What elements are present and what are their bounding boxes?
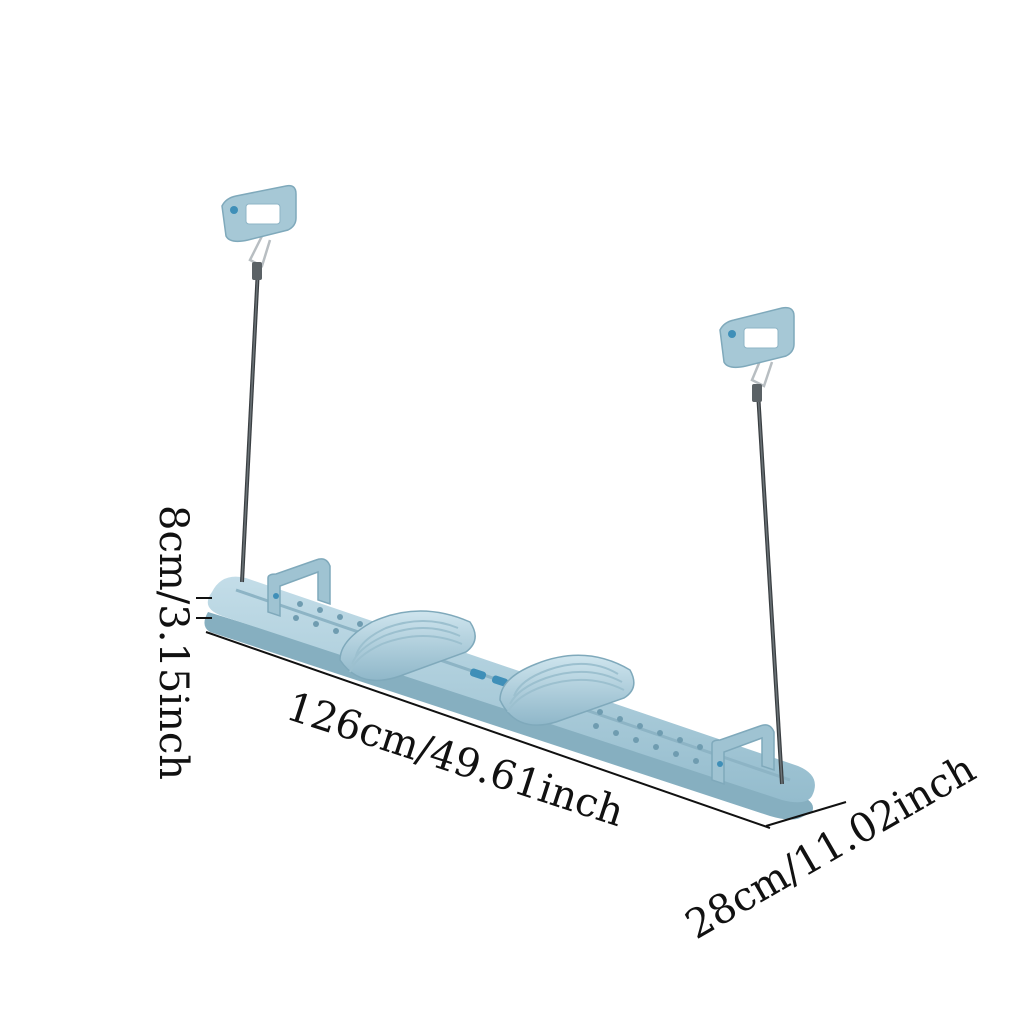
hand-grip-left bbox=[221, 184, 297, 243]
foot-pedal-right bbox=[499, 654, 635, 726]
width-dimension-line bbox=[765, 801, 847, 827]
board-handle-right bbox=[711, 724, 775, 786]
hand-grip-right bbox=[719, 306, 795, 369]
resistance-cord-left bbox=[240, 267, 260, 583]
height-label: 8cm/3.15inch bbox=[150, 505, 196, 780]
board-handle-left bbox=[267, 558, 331, 618]
carabiner-left bbox=[248, 235, 272, 280]
dimension-lines bbox=[196, 597, 847, 829]
resistance-cord-right bbox=[756, 391, 784, 785]
adjustment-holes-right bbox=[593, 709, 703, 764]
carabiner-right bbox=[750, 355, 774, 402]
center-slots bbox=[469, 668, 509, 687]
length-dimension-line bbox=[205, 631, 771, 829]
foot-pedal-left bbox=[339, 610, 476, 682]
